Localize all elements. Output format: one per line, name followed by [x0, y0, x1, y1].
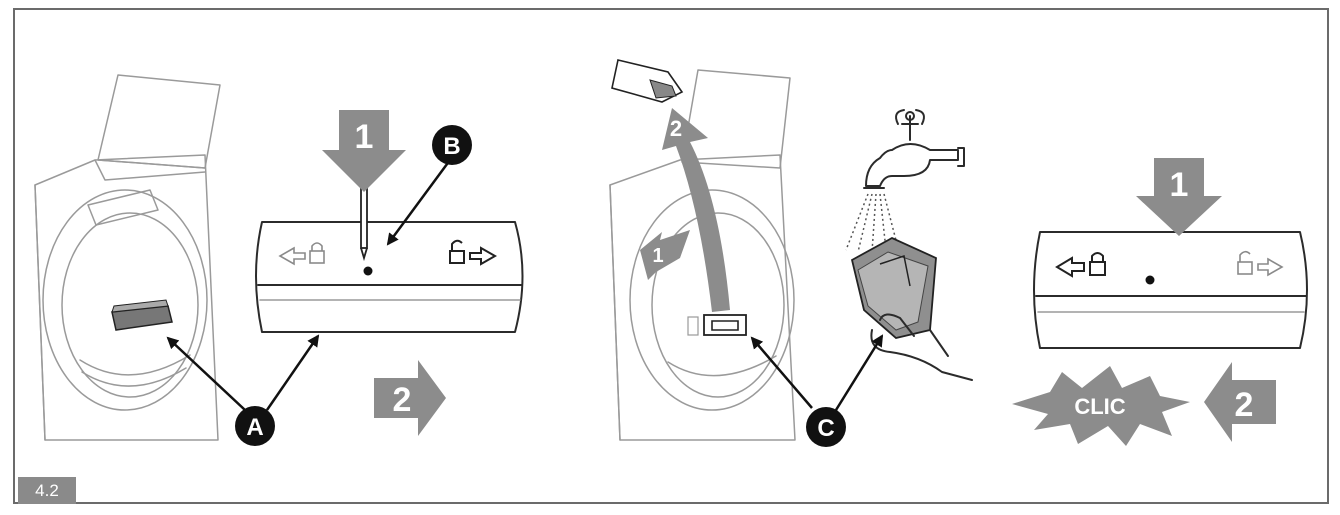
- callout-b-label: B: [443, 133, 460, 160]
- dryer-illustration-right: [609, 69, 796, 441]
- dryer-illustration-left: [34, 74, 221, 441]
- figure-number-badge: 4.2: [18, 477, 76, 504]
- step-2-label-panel3: 2: [670, 116, 682, 141]
- arrow-left-icon: [1055, 256, 1085, 278]
- step-1-label-panel3: 1: [652, 245, 663, 267]
- arrow-left-icon: [278, 246, 306, 266]
- step-1-label-panel2: 1: [355, 118, 374, 156]
- step-arrow-curved-panel3: 2: [662, 108, 730, 312]
- arrow-right-icon: [1257, 257, 1284, 277]
- clic-label: CLIC: [1074, 394, 1125, 419]
- lock-closed-icon: [1089, 252, 1106, 276]
- callout-a: A: [235, 406, 275, 446]
- callout-c: C: [806, 407, 846, 447]
- filter-closeup-unlock: [255, 221, 524, 333]
- lock-open-icon: [1237, 250, 1253, 275]
- arrow-right-icon: [469, 246, 498, 266]
- lock-closed-icon: [309, 242, 325, 264]
- callout-c-label: C: [817, 415, 834, 442]
- removed-filter: [611, 59, 684, 103]
- step-1-label-panel4: 1: [1170, 166, 1189, 204]
- filter-closeup-lock: [1033, 231, 1308, 349]
- callout-b: B: [432, 125, 472, 165]
- callout-a-label: A: [246, 414, 263, 441]
- water-tap-icon: [863, 109, 965, 189]
- step-arrow-down-panel2: 1: [322, 110, 406, 192]
- step-arrow-left-panel4: 2: [1204, 362, 1276, 442]
- step-arrow-small-panel3: 1: [640, 230, 690, 280]
- step-arrow-right-panel2: 2: [374, 360, 446, 436]
- filter-being-washed: [850, 236, 937, 339]
- step-2-label-panel4: 2: [1235, 386, 1254, 424]
- clic-sound-burst: CLIC: [1012, 366, 1190, 446]
- lock-open-icon: [449, 239, 465, 264]
- step-arrow-down-panel4: 1: [1136, 158, 1222, 236]
- step-2-label-panel2: 2: [393, 381, 412, 419]
